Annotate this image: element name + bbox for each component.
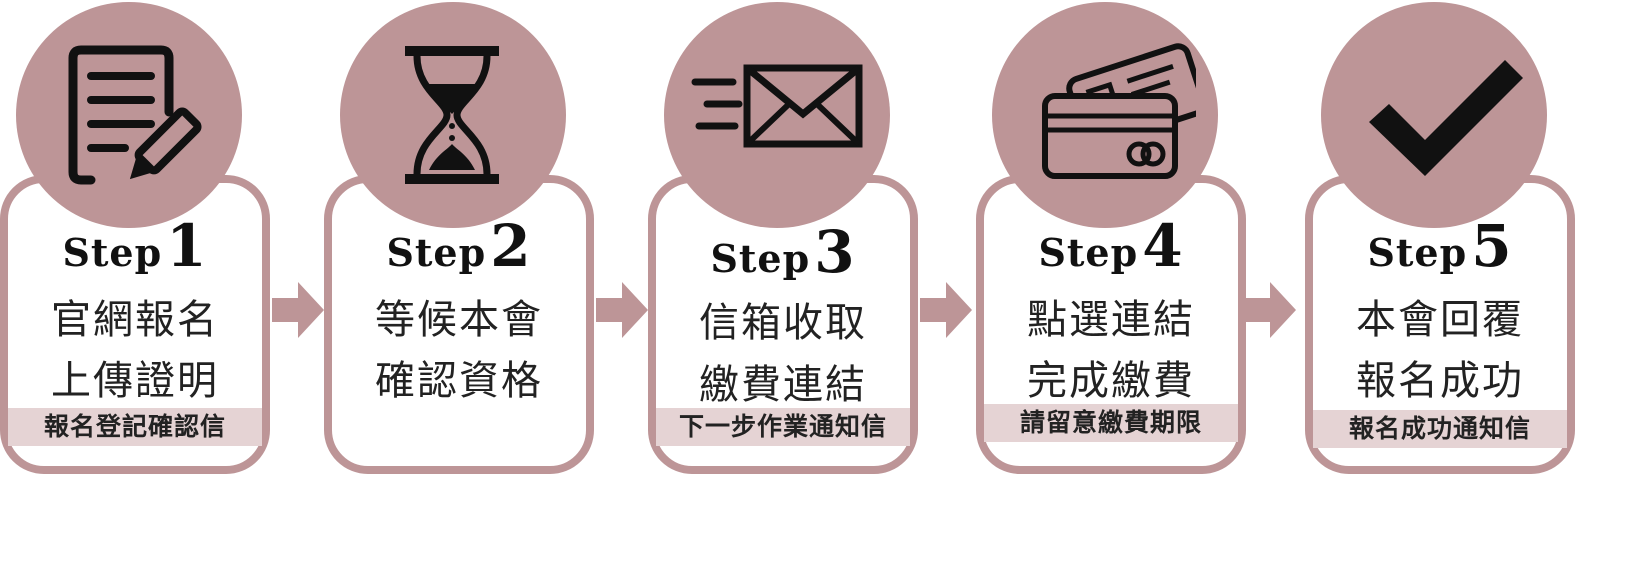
- step-note: 報名登記確認信: [8, 408, 262, 446]
- step-line-2: 確認資格: [375, 358, 543, 404]
- step-icon-circle: [1321, 2, 1547, 228]
- arrow-right-icon: [1244, 282, 1296, 338]
- arrow-right-icon: [272, 282, 324, 338]
- credit-card-icon: [1042, 43, 1196, 179]
- document-edit-icon: [68, 45, 202, 185]
- step-line-2: 報名成功: [1356, 358, 1524, 404]
- step-5: Step5 本會回覆 報名成功 報名成功通知信: [1305, 0, 1575, 500]
- step-line-1: 信箱收取: [699, 300, 867, 346]
- step-line-1: 點選連結: [1027, 297, 1195, 343]
- step-note: 報名成功通知信: [1313, 410, 1567, 448]
- step-line-2: 上傳證明: [51, 358, 219, 404]
- envelope-icon: [691, 64, 863, 148]
- step-title: Step3: [710, 218, 856, 286]
- arrow-right-icon: [920, 282, 972, 338]
- step-icon-circle: [16, 2, 242, 228]
- step-line-2: 繳費連結: [699, 362, 867, 408]
- step-title: Step4: [1038, 212, 1184, 280]
- step-line-1: 等候本會: [375, 297, 543, 343]
- step-3: Step3 信箱收取 繳費連結 下一步作業通知信: [648, 0, 918, 500]
- step-line-1: 官網報名: [51, 297, 219, 343]
- step-2: Step2 等候本會 確認資格: [324, 0, 594, 500]
- step-line-2: 完成繳費: [1027, 358, 1195, 404]
- checkmark-icon: [1369, 60, 1523, 176]
- step-line-1: 本會回覆: [1356, 297, 1524, 343]
- step-note: 請留意繳費期限: [984, 404, 1238, 442]
- step-1: Step1 官網報名 上傳證明 報名登記確認信: [0, 0, 270, 500]
- step-title: Step2: [386, 212, 532, 280]
- step-icon-circle: [340, 2, 566, 228]
- step-4: Step4 點選連結 完成繳費 請留意繳費期限: [976, 0, 1246, 500]
- step-title: Step1: [62, 212, 208, 280]
- hourglass-icon: [405, 46, 499, 184]
- arrow-right-icon: [596, 282, 648, 338]
- step-note: 下一步作業通知信: [656, 408, 910, 446]
- step-title: Step5: [1367, 212, 1513, 280]
